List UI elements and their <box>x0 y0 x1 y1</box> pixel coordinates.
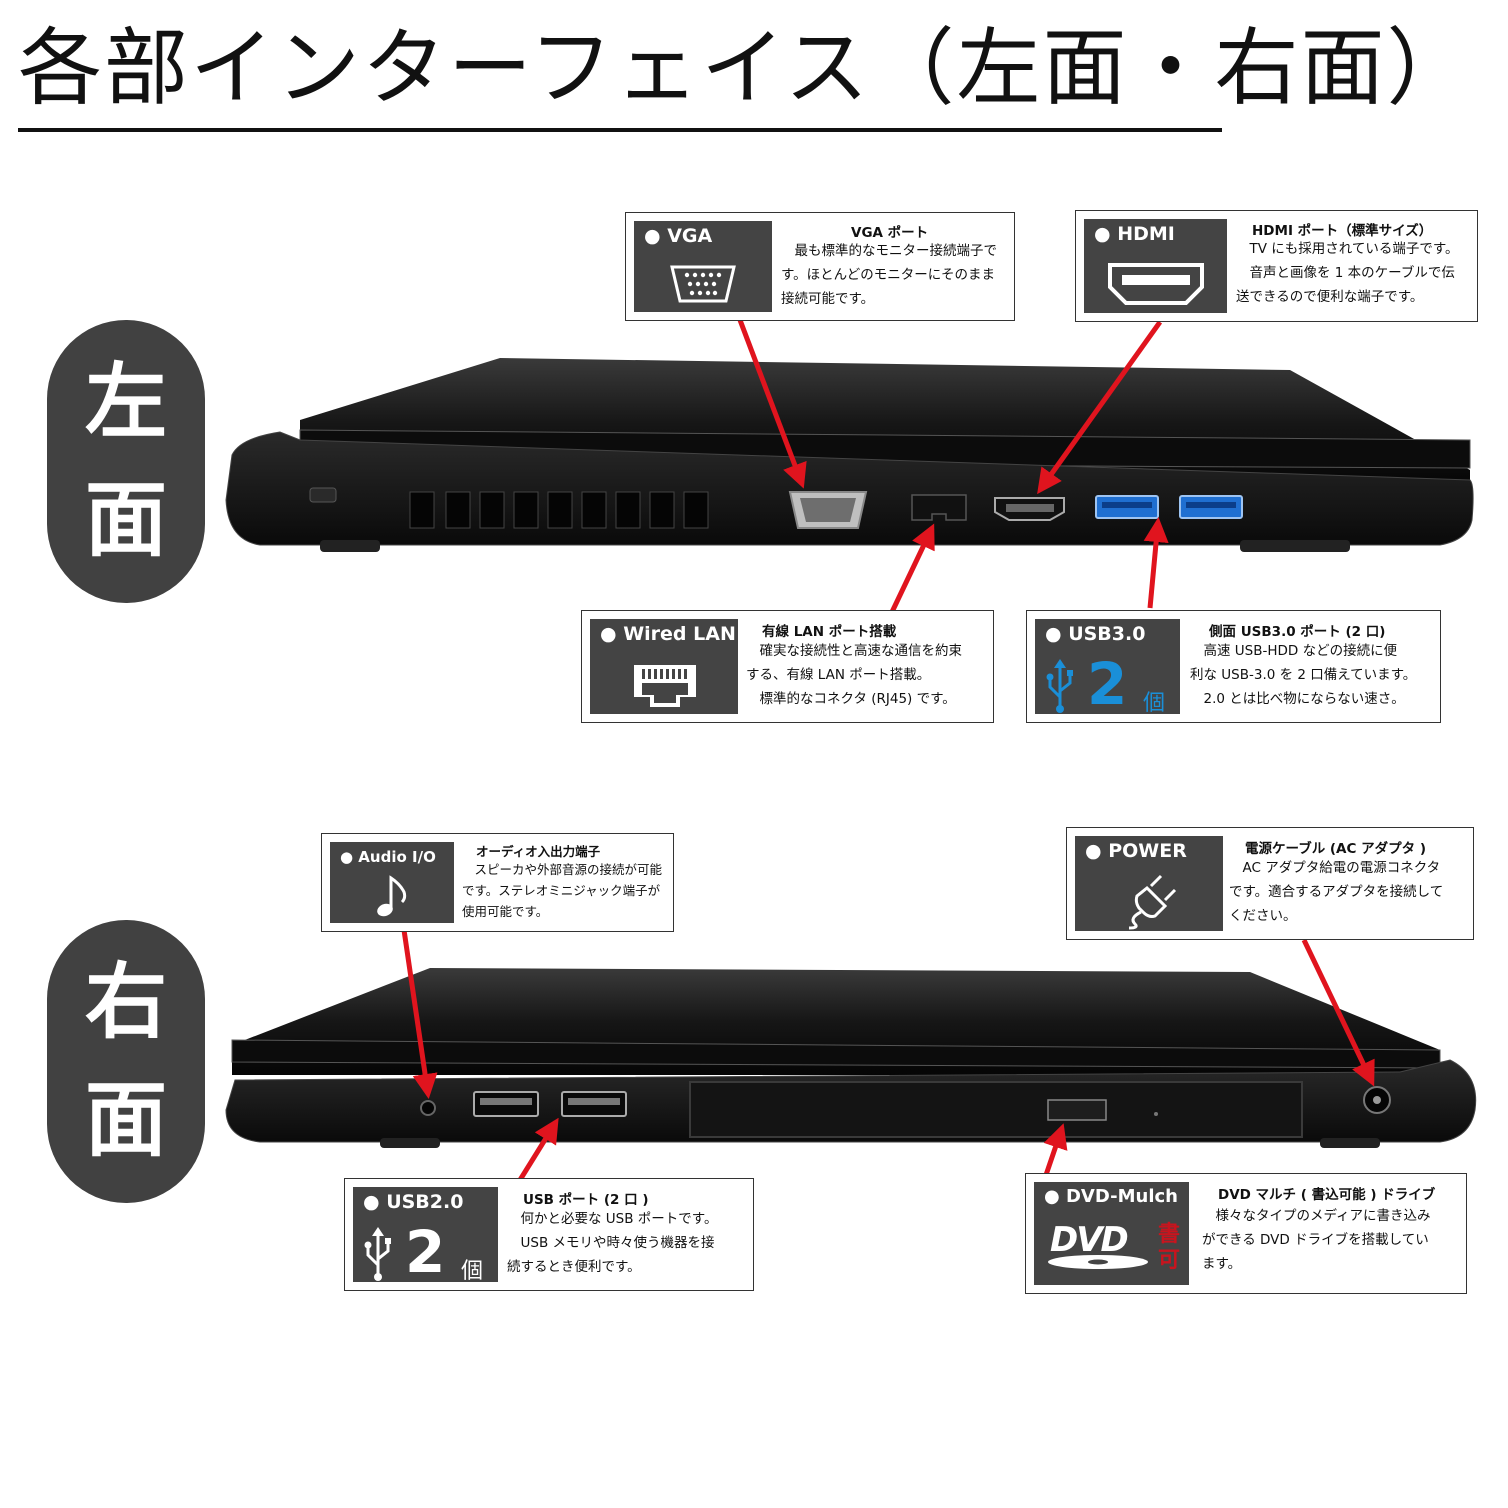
right-side-label: 右 面 <box>47 920 205 1203</box>
dvd-description: 様々なタイプのメディアに書き込み ができる DVD ドライブを搭載してい ます。 <box>1202 1208 1431 1272</box>
power-plug-icon <box>1128 874 1177 930</box>
dvd-callout: ● DVD-Mulch DVD 書 可 DVD マルチ ( 書込可能 ) ドライ… <box>1025 1173 1467 1294</box>
hdmi-badge: ● HDMI <box>1084 219 1227 313</box>
usb3-badge: ● USB3.0 2 個 <box>1035 619 1180 718</box>
usb3-callout: ● USB3.0 2 個 側面 USB3.0 ポート (2 口) 高速 USB-… <box>1026 610 1441 723</box>
hdmi-heading: HDMI ポート（標準サイズ） <box>1252 223 1433 239</box>
dvd-badge: ● DVD-Mulch DVD 書 可 <box>1034 1182 1189 1285</box>
power-heading: 電源ケーブル (AC アダプタ ) <box>1245 841 1426 857</box>
right-side-label-line2: 面 <box>84 1072 167 1168</box>
vga-port-icon <box>670 265 736 303</box>
left-side-label-line1: 左 <box>84 354 167 450</box>
callout-arrows <box>401 319 1375 1182</box>
usb2-badge: ● USB2.0 2 個 <box>353 1187 498 1286</box>
music-note-icon <box>377 875 407 917</box>
vga-badge: ● VGA <box>634 221 772 312</box>
usb2-count-unit: 個 <box>461 1259 484 1284</box>
usb2-count: 2 <box>405 1218 446 1286</box>
left-side-label-line2: 面 <box>84 472 167 568</box>
usb2-badge-title: ● USB2.0 <box>363 1191 464 1213</box>
left-side-label: 左 面 <box>47 320 205 603</box>
usb3-description: 高速 USB-HDD などの接続に便 利な USB-3.0 を 2 口備えていま… <box>1190 643 1417 707</box>
right-side-label-line1: 右 <box>84 954 167 1050</box>
audio-badge: ● Audio I/O <box>330 842 454 923</box>
lan-badge: ● Wired LAN <box>590 619 738 714</box>
power-badge: ● POWER <box>1075 836 1223 931</box>
usb2-heading: USB ポート (2 口 ) <box>523 1192 649 1208</box>
dvd-badge-title: ● DVD-Mulch <box>1044 1186 1178 1207</box>
hdmi-port-icon <box>1108 263 1204 305</box>
hdmi-badge-title: ● HDMI <box>1094 223 1175 245</box>
vga-description: 最も標準的なモニター接続端子で す。ほとんどのモニターにそのまま 接続可能です。 <box>781 243 997 307</box>
power-description: AC アダプタ給電の電源コネクタ です。適合するアダプタを接続して ください。 <box>1229 860 1444 924</box>
audio-heading: オーディオ入出力端子 <box>476 844 601 859</box>
writable-stamp: 書 可 <box>1157 1222 1180 1273</box>
vga-badge-title: ● VGA <box>644 225 713 247</box>
left-side-laptop <box>225 358 1474 552</box>
dvd-logo-icon: DVD <box>1044 1220 1152 1272</box>
vga-callout: ● VGA VGA ポート 最も標準的なモニター接続端子で す。ほとんどのモニタ… <box>625 212 1015 321</box>
audio-callout: ● Audio I/O オーディオ入出力端子 スピーカや外部音源の接続が可能 で… <box>321 833 674 932</box>
page-title: 各部インターフェイス（左面・右面） <box>18 19 1473 117</box>
dvd-logo-text: DVD <box>1050 1220 1129 1260</box>
title-underline <box>18 128 1222 132</box>
usb3-count: 2 <box>1087 650 1128 718</box>
vga-heading: VGA ポート <box>851 225 929 241</box>
lan-badge-title: ● Wired LAN <box>600 623 736 645</box>
usb2-callout: ● USB2.0 2 個 USB ポート (2 口 ) 何かと必要な USB ポ… <box>344 1178 754 1291</box>
wired-lan-callout: ● Wired LAN 有線 LAN ポート搭載 確実な接続性と高速な通信を約束… <box>581 610 994 723</box>
lan-description: 確実な接続性と高速な通信を約束 する、有線 LAN ポート搭載。 標準的なコネク… <box>746 643 962 707</box>
usb3-count-unit: 個 <box>1143 691 1166 716</box>
usb-icon <box>1046 659 1073 713</box>
usb3-badge-title: ● USB3.0 <box>1045 623 1146 645</box>
dvd-heading: DVD マルチ ( 書込可能 ) ドライブ <box>1218 1187 1436 1203</box>
hdmi-callout: ● HDMI HDMI ポート（標準サイズ） TV にも採用されている端子です。… <box>1075 210 1478 322</box>
usb-icon <box>364 1227 391 1281</box>
hdmi-description: TV にも採用されている端子です。 音声と画像を 1 本のケーブルで伝 送できる… <box>1236 241 1459 305</box>
usb2-description: 何かと必要な USB ポートです。 USB メモリや時々使う機器を接 続するとき… <box>507 1211 718 1275</box>
power-badge-title: ● POWER <box>1085 840 1187 862</box>
ethernet-port-icon <box>634 665 696 707</box>
usb3-heading: 側面 USB3.0 ポート (2 口) <box>1209 624 1386 640</box>
audio-description: スピーカや外部音源の接続が可能 です。ステレオミニジャック端子が 使用可能です。 <box>462 862 663 919</box>
power-callout: ● POWER 電源ケーブル (AC アダプタ ) AC アダプタ給電の電源コネ… <box>1066 827 1474 940</box>
audio-badge-title: ● Audio I/O <box>340 848 436 866</box>
lan-heading: 有線 LAN ポート搭載 <box>762 624 897 640</box>
